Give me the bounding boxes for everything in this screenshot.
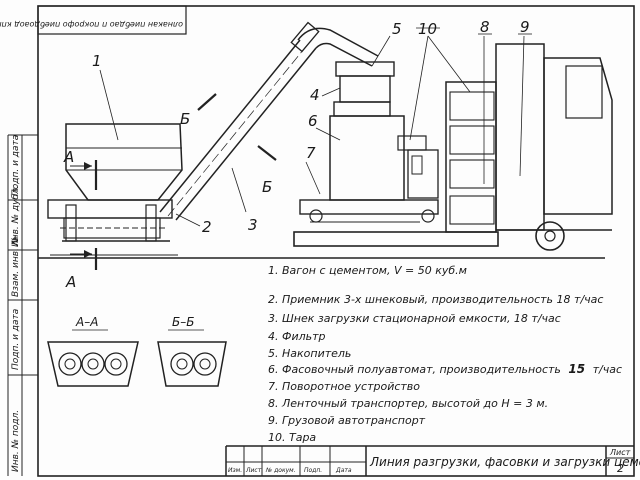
legend-item-10: 10. Тара [268,431,316,444]
callout-10: 10 [418,20,437,38]
callout-2: 2 [202,218,212,236]
leader-lines [99,27,532,227]
section-bb-view [157,341,227,387]
title-block-cell-1: Изм. [228,467,242,474]
legend-item-1: 1. Вагон с цементом, V = 50 куб.м [268,264,467,277]
legend-item-3: 3. Шнек загрузки стационарной емкости, 1… [268,312,561,325]
sheet-label: Лист [609,448,631,457]
rotary-platform [293,199,499,247]
top-stamp-text: олнакан пиебдао п покрофо пиебдоаод кппи… [0,20,183,29]
callout-3: 3 [248,216,258,234]
sheet-frame [37,5,635,477]
callout-6: 6 [308,112,318,130]
legend-item-9: 9. Грузовой автотранспорт [268,414,426,427]
legend-item-4: 4. Фильтр [268,330,326,343]
cargo-truck [495,43,613,251]
callout-5: 5 [392,20,402,38]
side-label-5: Инв. № подл. [11,410,21,472]
side-label-3: Взам. инв. № [11,236,21,297]
callout-7: 7 [306,144,316,162]
side-label-2: Инв. № дубл. [11,185,21,247]
receiver-frame [47,199,178,256]
legend-item-6-unit: т/час [593,363,622,376]
filter-and-accumulator [333,61,395,117]
section-bb-title: Б–Б [172,315,194,329]
title-block-cell-4: Подп. [304,467,322,474]
callout-4: 4 [310,86,320,104]
cement-hopper [65,123,183,201]
side-label-1: Подп. и дата [11,135,21,196]
section-aa-title: А–А [75,315,98,329]
sheet-number: 2 [617,462,624,475]
section-b-mark: Б Б [180,93,277,196]
legend-item-5: 5. Накопитель [268,347,351,360]
section-aa-view [47,341,139,387]
legend-item-2: 2. Приемник 3-х шнековый, производительн… [268,293,603,306]
legend-item-6-rate: 15 [568,362,585,376]
callout-8: 8 [480,18,490,36]
legend-item-7: 7. Поворотное устройство [268,380,420,393]
legend-item-8: 8. Ленточный транспортер, высотой до H =… [268,397,548,410]
side-strip: Подп. и дата Инв. № дубл. Взам. инв. № П… [7,134,38,476]
callout-1: 1 [92,52,102,70]
drawing-title: Линия разгрузки, фасовки и загрузки цеме… [369,455,640,469]
section-a-top-letter: А [63,148,74,166]
legend-list: 1. Вагон с цементом, V = 50 куб.м 2. При… [268,264,622,444]
screw-conveyor [159,21,379,221]
top-stamp-box [37,5,187,35]
legend-item-6: 6. Фасовочный полуавтомат, производитель… [268,362,622,376]
title-block-cell-2: Лист [245,467,262,474]
belt-conveyor [445,81,497,233]
section-b-bottom-letter: Б [262,178,272,196]
callout-9: 9 [520,18,530,36]
title-block-cell-5: Дата [335,467,352,474]
side-label-4: Подп. и дата [11,309,21,370]
packing-machine [329,115,439,201]
section-b-top-letter: Б [180,110,190,128]
section-a-bottom-letter: А [65,273,76,291]
title-block: Изм. Лист № докум. Подп. Дата Линия разг… [225,445,640,476]
title-block-cell-3: № докум. [265,467,296,474]
section-a-mark: А А [63,148,98,291]
